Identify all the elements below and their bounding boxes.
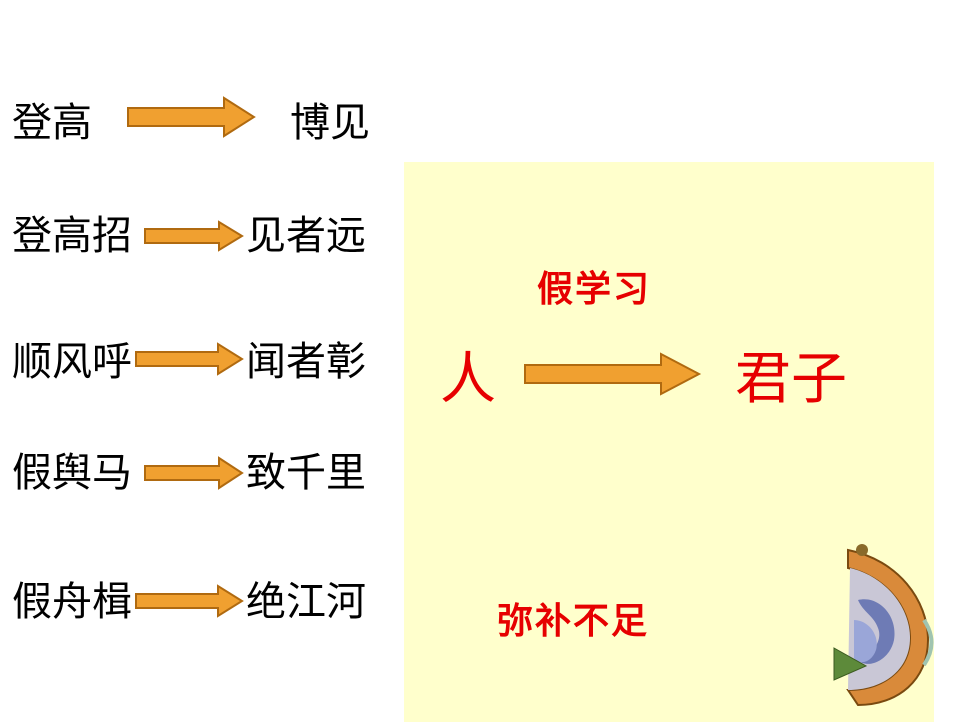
row-1-right-text: 博见	[290, 100, 370, 146]
panel-bottom-label: 弥补不足	[497, 601, 650, 642]
right-panel	[404, 162, 934, 722]
row-2-left-text: 登高招	[12, 213, 132, 259]
row-1-left-text: 登高	[12, 100, 92, 146]
arrow-right-icon	[524, 352, 702, 396]
panel-from-text: 人	[440, 347, 496, 412]
fan-decoration-icon	[833, 544, 934, 707]
row-5-right-text: 绝江河	[246, 579, 366, 625]
row-2-right-text: 见者远	[246, 213, 366, 259]
arrow-right-icon	[135, 342, 244, 376]
arrow-right-icon	[144, 456, 244, 490]
row-5-left-text: 假舟楫	[12, 579, 132, 625]
row-4-left-text: 假舆马	[12, 450, 132, 496]
panel-to-text: 君子	[735, 347, 847, 412]
arrow-right-icon	[144, 220, 244, 252]
arrow-right-icon	[135, 584, 244, 618]
panel-top-label: 假学习	[537, 269, 652, 310]
row-3-right-text: 闻者彰	[246, 339, 366, 385]
row-3-left-text: 顺风呼	[12, 339, 132, 385]
arrow-right-icon	[127, 96, 256, 138]
row-4-right-text: 致千里	[246, 450, 366, 496]
